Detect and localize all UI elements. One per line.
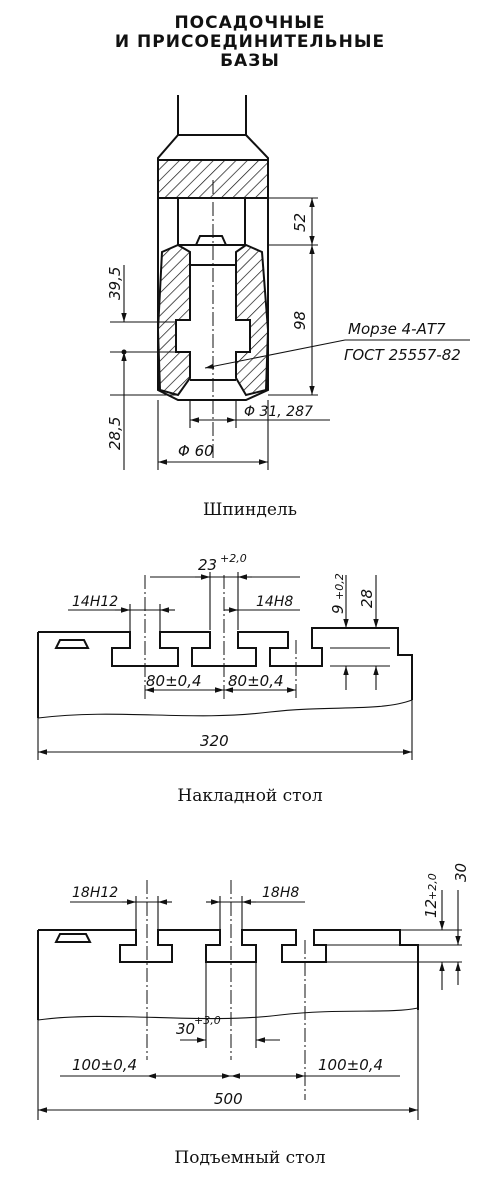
dim-28-5: 28,5 [106,417,124,450]
lift-table-drawing: 18H12 18H8 12 +2,0 30 30 +3,0 [37,863,470,1120]
dim-39-5: 39,5 [106,267,124,300]
dim-12: 12 [422,899,440,918]
taper-label-morse: Морзе 4-АТ7 [348,320,446,338]
spindle-section-left [156,243,191,397]
dim-52: 52 [291,213,309,232]
page-title-line-2: И ПРИСОЕДИНИТЕЛЬНЫЕ [114,32,386,52]
spindle-drawing: 52 98 39,5 28,5 Φ 31, 287 [106,95,470,470]
dim-98: 98 [291,311,309,330]
dim-14h8: 14H8 [256,594,293,610]
dim-80-b: 80±0,4 [228,672,284,690]
dim-28: 28 [358,589,376,608]
spindle-caption: Шпиндель [203,500,297,520]
overlay-table-caption: Накладной стол [177,786,323,806]
lift-table-caption: Подъемный стол [174,1148,326,1168]
dim-23-tolerance: +2,0 [220,552,247,565]
page-title-line-1: ПОСАДОЧНЫЕ [174,13,326,33]
dim-30-horizontal: 30 [176,1020,195,1038]
dim-12-tolerance: +2,0 [426,873,439,900]
dim-30-tolerance: +3,0 [194,1014,221,1027]
dim-30-vertical: 30 [452,863,470,882]
dim-100-a: 100±0,4 [72,1056,137,1074]
dim-diameter-60: Φ 60 [178,442,214,460]
dim-100-b: 100±0,4 [318,1056,383,1074]
page-title-line-3: БАЗЫ [220,51,280,71]
dim-14h12: 14H12 [72,594,118,610]
dim-80-a: 80±0,4 [146,672,202,690]
spindle-section-right [235,243,270,397]
dim-18h8: 18H8 [262,885,299,901]
taper-label-gost: ГОСТ 25557-82 [344,346,461,364]
dim-diameter-31: Φ 31, 287 [244,404,313,420]
dim-9-tolerance: +0,2 [333,573,346,600]
dim-9: 9 [329,604,347,614]
dim-18h12: 18H12 [72,885,118,901]
dim-500: 500 [214,1090,243,1108]
overlay-table-drawing: 23 +2,0 14H12 14H8 9 +0,2 28 [37,552,413,760]
dim-23: 23 [198,556,217,574]
dim-320: 320 [200,732,229,750]
